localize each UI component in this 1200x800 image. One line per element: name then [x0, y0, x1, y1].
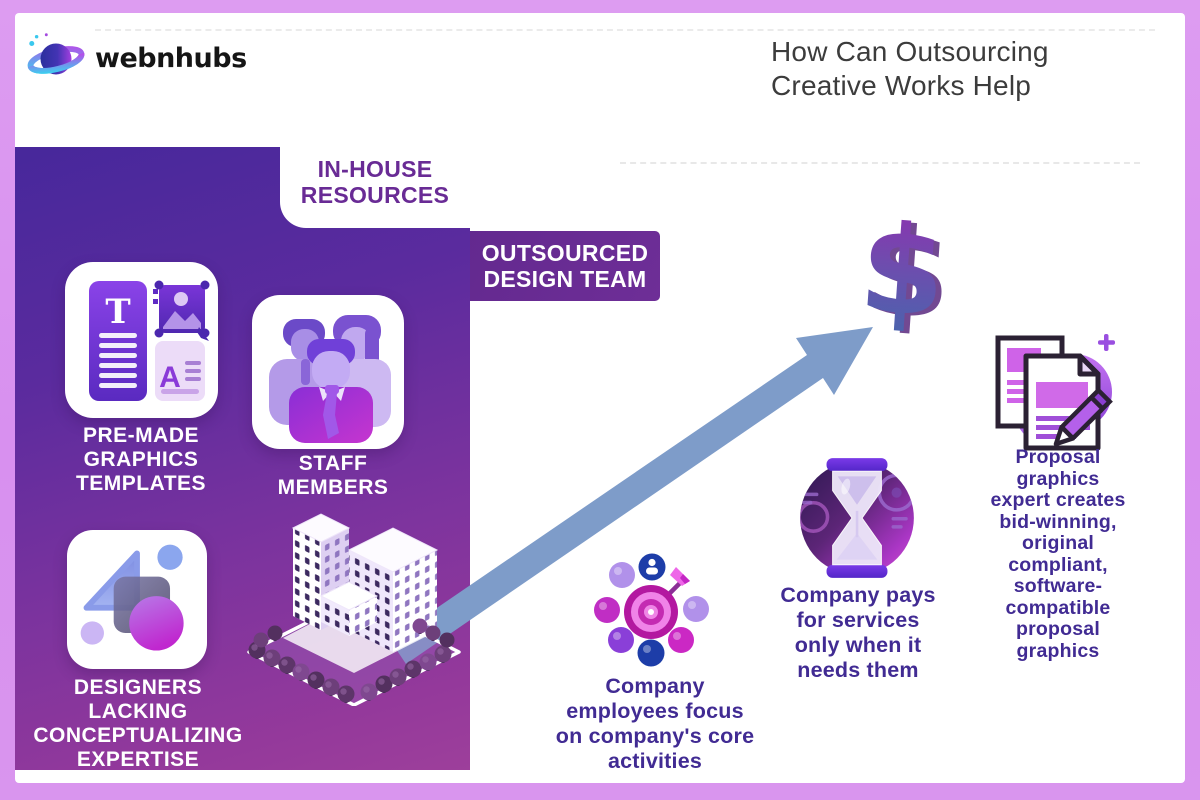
- hourglass-icon: [800, 458, 914, 578]
- card-staff-members: [252, 295, 404, 449]
- target-icon: [594, 553, 709, 667]
- design-shapes-icon: [80, 544, 184, 651]
- planet-icon: [27, 33, 85, 75]
- artifact-line-top: [95, 29, 1155, 31]
- artifact-line-mid: [620, 162, 1140, 164]
- caption-graphics-templates: PRE-MADE GRAPHICS TEMPLATES: [75, 424, 207, 495]
- outsourced-label-box: OUTSOURCED DESIGN TEAM: [470, 231, 660, 301]
- trees: [248, 618, 455, 703]
- caption-proposal-graphics: Proposal graphics expert creates bid-win…: [990, 446, 1126, 662]
- in-house-label: IN-HOUSE RESOURCES: [300, 156, 450, 208]
- staff-members-icon: [269, 315, 391, 443]
- pencil: [1053, 387, 1113, 447]
- in-house-label-box: IN-HOUSE RESOURCES: [280, 147, 470, 228]
- card-design-shapes: [67, 530, 207, 669]
- caption-design-shapes: DESIGNERS LACKING CONCEPTUALIZING EXPERT…: [33, 676, 243, 771]
- svg-text:$: $: [861, 203, 956, 338]
- card-graphics-templates: T A: [65, 262, 218, 418]
- proposal-documents-icon: [995, 334, 1115, 451]
- dollar-sign: $ $: [856, 203, 956, 338]
- caption-staff-members: STAFF MEMBERS: [277, 452, 389, 499]
- company-building-illustration: [247, 513, 461, 706]
- page-title: How Can Outsourcing Creative Works Help: [771, 36, 1049, 101]
- outsourced-label: OUTSOURCED DESIGN TEAM: [481, 240, 649, 292]
- graphics-templates-icon: T A: [88, 280, 209, 401]
- logo[interactable]: webnhubs: [25, 30, 247, 86]
- caption-pay-per-service: Company pays for services only when it n…: [780, 583, 936, 682]
- svg-text:T: T: [105, 292, 130, 332]
- logo-text: webnhubs: [95, 42, 247, 74]
- svg-text:$: $: [856, 203, 951, 338]
- svg-text:A: A: [159, 361, 181, 394]
- caption-core-activities: Company employees focus on company's cor…: [555, 674, 755, 773]
